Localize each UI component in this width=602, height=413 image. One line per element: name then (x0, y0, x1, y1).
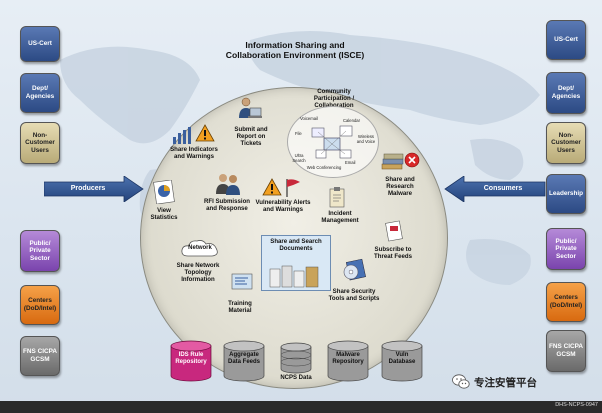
books-icon (381, 153, 404, 170)
right-box-us-cert: US-Cert (546, 20, 586, 60)
left-box-non-customer-users: Non- Customer Users (20, 122, 60, 164)
watermark-text: 专注安管平台 (474, 376, 537, 389)
vulnerability-label: Vulnerability Alerts and Warnings (255, 199, 311, 214)
ncps-data-cylinder (280, 342, 312, 374)
footer-code: DHS-NCPS-0947 (555, 402, 598, 408)
consumers-label: Consumers (483, 185, 523, 192)
training-screen-icon (231, 273, 253, 290)
right-box-dept-agencies: Dept/ Agencies (546, 72, 586, 114)
subscribe-label: Subscribe to Threat Feeds (374, 246, 412, 261)
vuln-database-cylinder (381, 340, 423, 382)
share-search-label: Share and Search Documents (270, 238, 322, 253)
left-box-public-private-sector: Public/ Private Sector (20, 230, 60, 272)
aggregate-data-label: Aggregate Data Feeds (227, 352, 260, 365)
collab-file: File (295, 131, 302, 136)
vuln-database-label: Vuln Database (388, 352, 416, 365)
share-malware-label: Share and Research Malware (385, 176, 415, 198)
left-box-us-cert: US-Cert (20, 26, 60, 62)
left-box-fns-cicpa-gcsm: FNS CICPA GCSM (20, 336, 60, 376)
community-label: Community Participation / Collaboration (313, 88, 355, 109)
people-icon (216, 174, 240, 195)
training-label: Training Material (228, 300, 252, 315)
document-stack-icon (269, 265, 319, 288)
right-box-centers: Centers (DoD/Intel) (546, 282, 586, 322)
collab-email: Email (345, 160, 356, 165)
left-box-centers: Centers (DoD/Intel) (20, 285, 60, 325)
collab-voicemail: Voicemail (300, 116, 318, 121)
watermark: 专注安管平台 (452, 374, 537, 390)
collab-web: Web Conferencing (306, 165, 342, 170)
network-cloud-icon (181, 240, 218, 257)
error-icon (404, 152, 420, 168)
rfi-label: RFI Submission and Response (203, 198, 251, 213)
ncps-data-label: NCPS Data (280, 375, 312, 381)
cd-icon (343, 258, 366, 281)
bar-chart-icon (173, 127, 191, 144)
network-icon-label: Network (188, 245, 212, 251)
view-statistics-label: View Statistics (150, 207, 178, 222)
warning-icon (195, 124, 215, 142)
aggregate-data-cylinder (223, 340, 265, 382)
share-indicators-label: Share Indicators and Warnings (170, 146, 218, 161)
clipboard-icon (329, 187, 345, 208)
vuln-warning-icon (262, 178, 282, 196)
consumers-arrow (444, 176, 546, 202)
producers-label: Producers (70, 185, 106, 192)
share-network-label: Share Network Topology Information (176, 262, 220, 284)
rss-feed-icon (385, 220, 403, 242)
right-box-non-customer-users: Non- Customer Users (546, 122, 586, 164)
right-box-leadership: Leadership (546, 174, 586, 214)
producers-arrow (44, 176, 144, 202)
ids-rule-label: IDS Rule Repository (175, 352, 207, 365)
ids-rule-cylinder (170, 340, 212, 382)
right-box-fns-cicpa-gcsm: FNS CICPA GCSM (546, 330, 586, 372)
pie-chart-icon (153, 180, 175, 204)
left-box-dept-agencies: Dept/ Agencies (20, 73, 60, 113)
collab-wireless: Wireless and Voice (356, 134, 376, 144)
incident-label: Incident Management (321, 210, 359, 225)
wechat-icon (452, 374, 470, 389)
flag-icon (286, 179, 300, 197)
malware-repository-label: Malware Repository (332, 352, 364, 365)
submit-report-label: Submit and Report on Tickets (234, 126, 268, 148)
malware-repository-cylinder (327, 340, 369, 382)
collab-calendar: Calendar (343, 118, 360, 123)
person-computer-icon (239, 97, 262, 118)
diagram-title: Information Sharing and Collaboration En… (225, 40, 365, 61)
share-security-label: Share Security Tools and Scripts (328, 288, 380, 303)
right-box-public-private-sector: Public/ Private Sector (546, 228, 586, 270)
collab-ultra: Ultra Search (292, 153, 306, 163)
collab-devices-icon (311, 125, 353, 159)
footer-strip (0, 401, 602, 413)
